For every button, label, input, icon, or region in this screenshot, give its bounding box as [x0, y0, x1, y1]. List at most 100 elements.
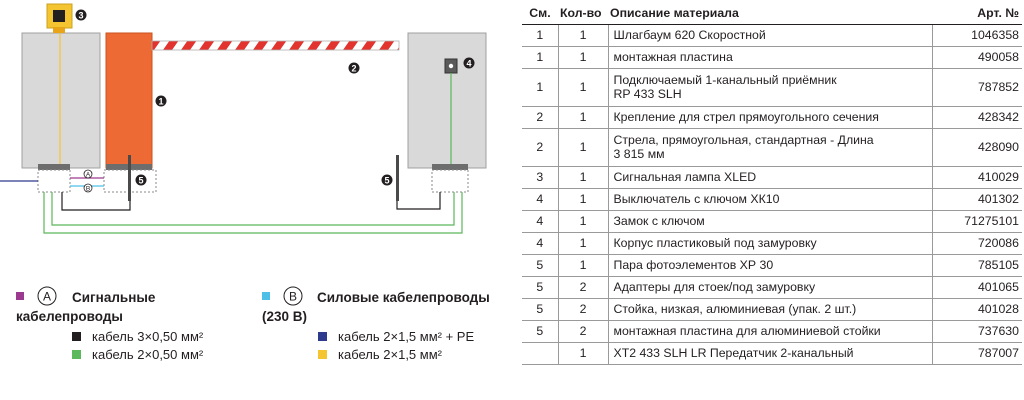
cell-art: 401065 — [931, 276, 1022, 299]
callout-key-switch: 4 — [466, 59, 471, 69]
cell-qty: 1 — [557, 210, 608, 233]
cell-ref: 4 — [522, 210, 558, 233]
cell-desc: Шлагбаум 620 Скоростной — [607, 24, 932, 47]
green-cable-inner — [51, 192, 455, 226]
cell-desc: монтажная пластина — [607, 46, 932, 69]
cell-desc: Стойка, низкая, алюминиевая (упак. 2 шт.… — [607, 298, 932, 321]
cell-desc-line1: Подключаемый 1-канальный приёмник — [613, 73, 837, 87]
legend-b-title-2: (230 В) — [262, 309, 307, 324]
cable-a-mark: A — [86, 172, 91, 179]
legend-b-item2-swatch — [318, 350, 327, 359]
left-plate — [38, 164, 70, 170]
cell-qty: 1 — [557, 24, 608, 47]
callout-photocell-right: 5 — [384, 176, 389, 186]
legend-a-item2-swatch — [72, 350, 81, 359]
black-cable-right — [396, 192, 441, 210]
cable-b-mark-circle — [83, 183, 93, 193]
cell-desc: Корпус пластиковый под замуровку — [607, 232, 932, 255]
legend-a-item1-swatch — [72, 332, 81, 341]
cell-desc-line1: Пара фотоэлементов ХР 30 — [613, 258, 774, 272]
cell-art: 737630 — [931, 320, 1022, 343]
signal-lamp — [46, 3, 73, 33]
boom-arm — [151, 40, 400, 51]
cell-desc: Выключатель с ключом ХК10 — [607, 188, 932, 211]
cell-desc: Адаптеры для стоек/под замуровку — [607, 276, 932, 299]
legend-b-item1-swatch — [318, 332, 327, 341]
cell-qty: 1 — [557, 128, 608, 167]
barrier-housing — [105, 32, 153, 169]
cell-desc-line1: Корпус пластиковый под замуровку — [613, 236, 817, 250]
callout-barrier: 1 — [158, 97, 163, 107]
cable-b-mark: B — [86, 186, 90, 193]
cell-art: 401028 — [931, 298, 1022, 321]
cell-desc-line1: Шлагбаум 620 Скоростной — [613, 28, 766, 42]
key-switch-lock — [448, 63, 454, 69]
legend-b-letter-circle — [283, 286, 303, 306]
callout-lamp: 3 — [78, 11, 83, 21]
cell-qty: 1 — [557, 106, 608, 129]
cell-desc-line2: RP 433 SLH — [613, 87, 682, 101]
cell-desc-line1: Стрела, прямоугольная, стандартная - Дли… — [613, 133, 874, 147]
cell-art: 401302 — [931, 188, 1022, 211]
cell-art: 787852 — [931, 68, 1022, 107]
green-cable-outer — [43, 192, 463, 234]
cell-desc: Сигнальная лампа XLED — [607, 166, 932, 189]
cell-qty: 1 — [557, 188, 608, 211]
cell-desc: Крепление для стрел прямоугольного сечен… — [607, 106, 932, 129]
legend-a-letter-circle — [37, 286, 57, 306]
cell-ref: 1 — [522, 68, 558, 107]
callout-photocell-right-circle — [381, 174, 393, 186]
black-cable-left — [61, 192, 131, 211]
cell-art: 428342 — [931, 106, 1022, 129]
cell-desc: монтажная пластина для алюминиевой стойк… — [607, 320, 932, 343]
header-ref: См. — [522, 2, 558, 25]
cell-desc-line1: XT2 433 SLH LR Передатчик 2-канальный — [613, 346, 854, 360]
cell-desc: Замок с ключом — [607, 210, 932, 233]
cell-desc-line2: 3 815 мм — [613, 147, 665, 161]
left-wall — [21, 32, 101, 169]
header-art: Арт. № — [932, 2, 1022, 25]
legend-b-letter: B — [289, 290, 297, 304]
cell-ref: 5 — [522, 320, 558, 343]
callout-barrier-circle — [155, 95, 167, 107]
cell-desc: Стрела, прямоугольная, стандартная - Дли… — [607, 128, 932, 167]
cell-qty: 1 — [557, 68, 608, 107]
cell-desc-line1: Замок с ключом — [613, 214, 705, 228]
legend-group-b: B Силовые кабелепроводы (230 В) кабель 2… — [262, 286, 490, 362]
legend-group-a: A Сигнальные кабелепроводы кабель 3×0,50… — [16, 286, 204, 362]
cell-desc-line1: Сигнальная лампа XLED — [613, 170, 757, 184]
cell-ref — [522, 342, 558, 365]
photocell-post-right — [396, 155, 399, 201]
legend-b-swatch — [262, 292, 270, 300]
legend-b-title-1: Силовые кабелепроводы — [317, 290, 490, 305]
cell-qty: 1 — [557, 254, 608, 277]
header-desc: Описание материала — [608, 2, 932, 25]
cell-art: 785105 — [931, 254, 1022, 277]
cell-qty: 1 — [557, 166, 608, 189]
header-qty: Кол-во — [558, 2, 608, 25]
cell-qty: 1 — [557, 46, 608, 69]
installation-diagram: 3 1 2 4 5 5 A B — [0, 3, 490, 362]
right-foundation — [431, 169, 469, 193]
cell-art: 428090 — [931, 128, 1022, 167]
legend-a-item1-label: кабель 3×0,50 мм² — [92, 329, 204, 344]
cable-a-mark-circle — [83, 169, 93, 179]
callout-boom: 2 — [351, 64, 356, 74]
cell-art: 787007 — [931, 342, 1022, 365]
callout-boom-circle — [348, 62, 360, 74]
